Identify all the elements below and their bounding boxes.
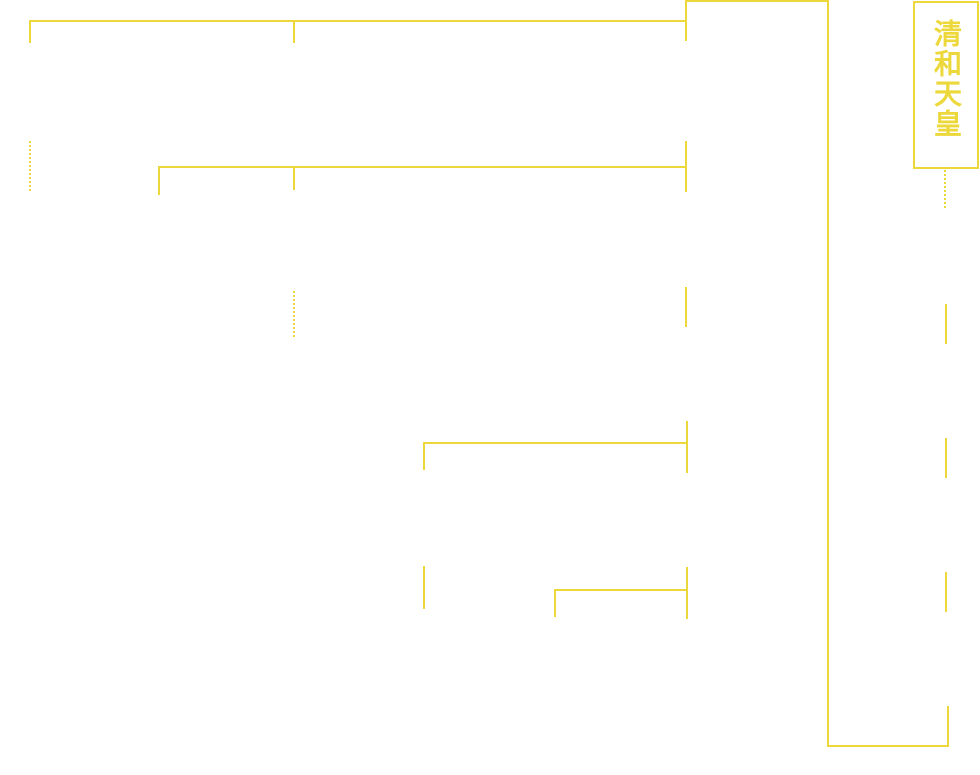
third-branch (423, 421, 688, 473)
emperor-name: 清和天皇 (930, 19, 963, 139)
connector-line (554, 589, 687, 617)
connector-line (29, 20, 686, 43)
top-branch (29, 0, 949, 747)
emperor-node[interactable]: 清和天皇 (913, 1, 979, 169)
second-branch (158, 141, 687, 195)
connector-line (158, 166, 686, 195)
fourth-branch (554, 567, 688, 619)
connector-line (423, 442, 687, 470)
trunk-line (685, 0, 949, 747)
